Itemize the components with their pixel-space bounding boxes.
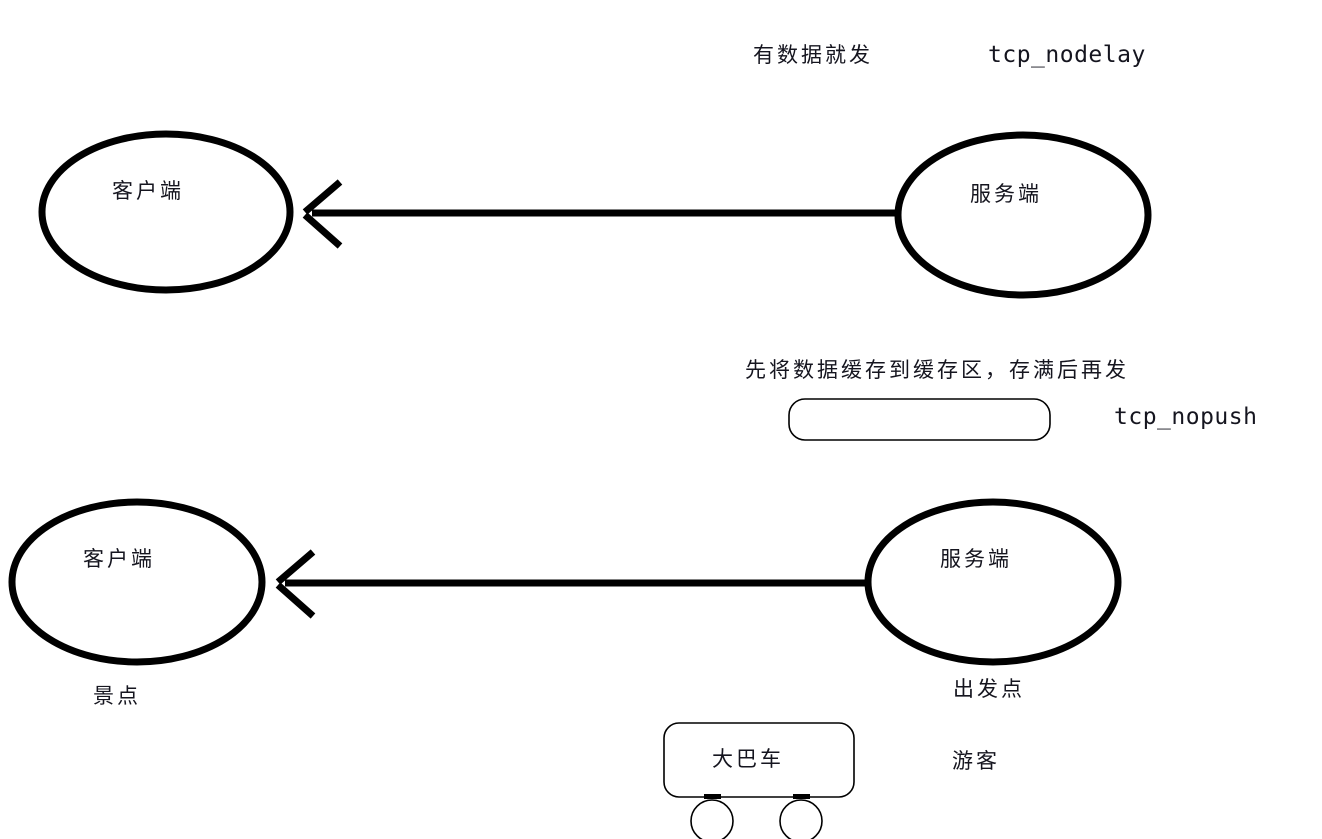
bottom-client-node[interactable] [8, 498, 266, 666]
bottom-arrowhead-icon [275, 549, 316, 619]
bottom-server-node[interactable] [864, 498, 1122, 666]
top-server-node-label: 服务端 [970, 182, 1042, 206]
bottom-note-label: 先将数据缓存到缓存区，存满后再发 [745, 358, 1129, 382]
bus-wheel-left-icon [690, 799, 734, 839]
bottom-server-node-label: 服务端 [940, 547, 1012, 571]
bus-body-icon[interactable] [663, 722, 855, 798]
top-server-node[interactable] [894, 131, 1152, 299]
top-note-label: 有数据就发 [753, 43, 873, 67]
bottom-option-label: tcp_nopush [1114, 404, 1258, 430]
bus-axle-right-icon [793, 794, 810, 799]
top-option-label: tcp_nodelay [988, 42, 1146, 68]
bottom-server-caption: 出发点 [953, 677, 1025, 701]
bottom-client-caption: 景点 [93, 684, 141, 708]
top-arrowhead-icon [302, 179, 343, 249]
bus-wheel-right-icon [779, 799, 823, 839]
top-client-node[interactable] [38, 130, 294, 294]
top-client-node-label: 客户端 [112, 179, 184, 203]
passenger-label: 游客 [952, 749, 1000, 773]
buffer-box[interactable] [788, 398, 1051, 441]
bus-label: 大巴车 [712, 747, 784, 771]
bottom-client-node-label: 客户端 [83, 547, 155, 571]
bus-axle-left-icon [704, 794, 721, 799]
